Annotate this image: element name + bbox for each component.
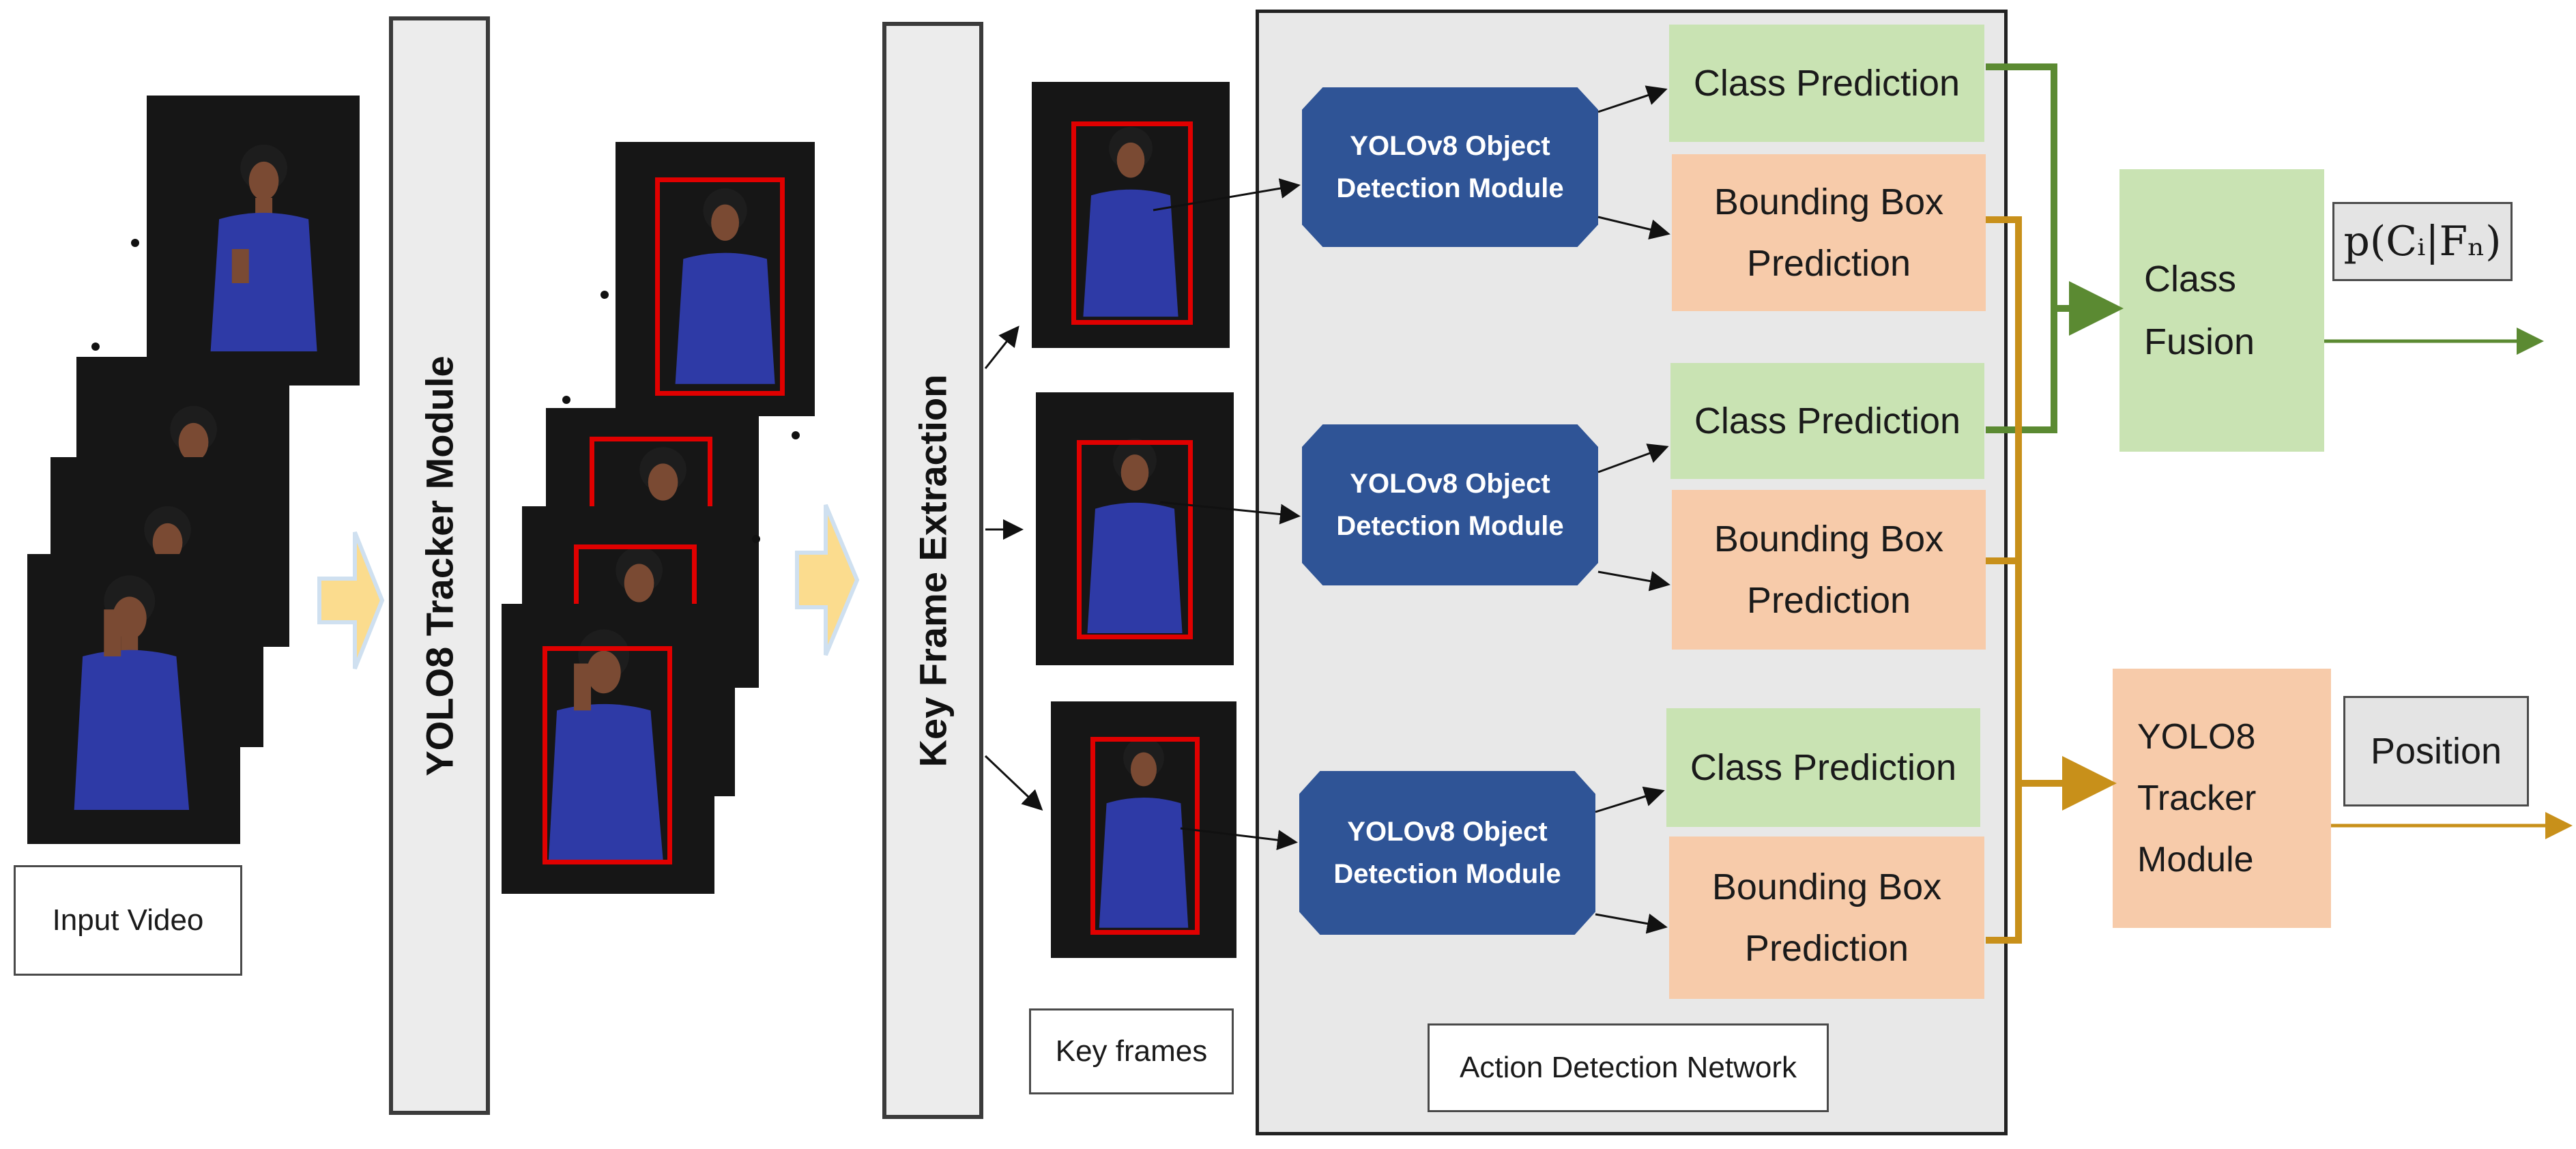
- person-image: [1051, 701, 1236, 958]
- bbox-prediction-2: Bounding Box Prediction: [1672, 490, 1986, 650]
- arrow-to-yolo-3: [1180, 827, 1298, 851]
- key-frames-label: Key frames: [1029, 1008, 1234, 1094]
- yolo8-tracker-module-box: YOLO8 Tracker Module: [2113, 669, 2331, 928]
- detection-bbox: [655, 177, 785, 396]
- position-label: Position: [2343, 696, 2529, 806]
- arrow-to-bbox-3: [1595, 913, 1668, 934]
- detection-bbox: [542, 646, 672, 864]
- input-frame-4: [27, 554, 240, 844]
- key-frame-3: [1051, 701, 1236, 958]
- yolov8-detection-module-2: YOLOv8 Object Detection Module: [1302, 424, 1598, 585]
- detection-bbox: [1090, 737, 1200, 935]
- detection-bbox: [1077, 440, 1193, 639]
- arrow-to-yolo-2: [1159, 501, 1301, 525]
- class-prediction-2: Class Prediction: [1670, 363, 1984, 479]
- person-image: [1036, 392, 1234, 665]
- yolov8-detection-module-1: YOLOv8 Object Detection Module: [1302, 87, 1598, 247]
- action-detection-network-label: Action Detection Network: [1428, 1023, 1829, 1112]
- bbox-prediction-3: Bounding Box Prediction: [1669, 837, 1984, 999]
- person-image: [1032, 82, 1230, 348]
- arrow-to-class-3: [1595, 786, 1665, 813]
- class-prediction-3: Class Prediction: [1666, 708, 1980, 827]
- person-image: [27, 554, 240, 844]
- tracked-frame-1: [616, 142, 815, 416]
- class-fusion-box: Class Fusion: [2119, 169, 2324, 452]
- arrow-to-class-1: [1597, 85, 1668, 113]
- class-prediction-1: Class Prediction: [1669, 25, 1984, 142]
- input-video-label: Input Video: [14, 865, 242, 976]
- person-image: [502, 604, 714, 894]
- key-frame-extraction-column: Key Frame Extraction: [882, 22, 983, 1119]
- flow-arrow-1: [317, 531, 385, 670]
- key-frame-1: [1032, 82, 1230, 348]
- arrow-to-bbox-2: [1597, 570, 1670, 592]
- tracked-frame-4: [502, 604, 714, 894]
- bbox-connector: [1986, 216, 2117, 944]
- class-probability-label: p(Cᵢ|Fₙ): [2332, 202, 2513, 281]
- input-frame-1: [147, 96, 360, 386]
- arrow-to-keyframe-1: [984, 325, 1019, 369]
- person-image: [147, 96, 360, 386]
- bbox-prediction-1: Bounding Box Prediction: [1672, 154, 1986, 311]
- yolo8-tracker-column: YOLO8 Tracker Module: [389, 16, 490, 1115]
- class-connector: [1986, 63, 2124, 433]
- detection-bbox: [1071, 121, 1193, 325]
- flow-arrow-2: [795, 504, 860, 656]
- ellipsis-dots: [91, 239, 800, 543]
- key-frame-2: [1036, 392, 1234, 665]
- arrow-to-yolo-1: [1153, 178, 1301, 212]
- yolov8-detection-module-3: YOLOv8 Object Detection Module: [1299, 771, 1595, 935]
- arrow-to-class-2: [1597, 443, 1669, 474]
- arrow-to-keyframe-3: [984, 755, 1043, 811]
- arrow-to-bbox-1: [1597, 216, 1670, 239]
